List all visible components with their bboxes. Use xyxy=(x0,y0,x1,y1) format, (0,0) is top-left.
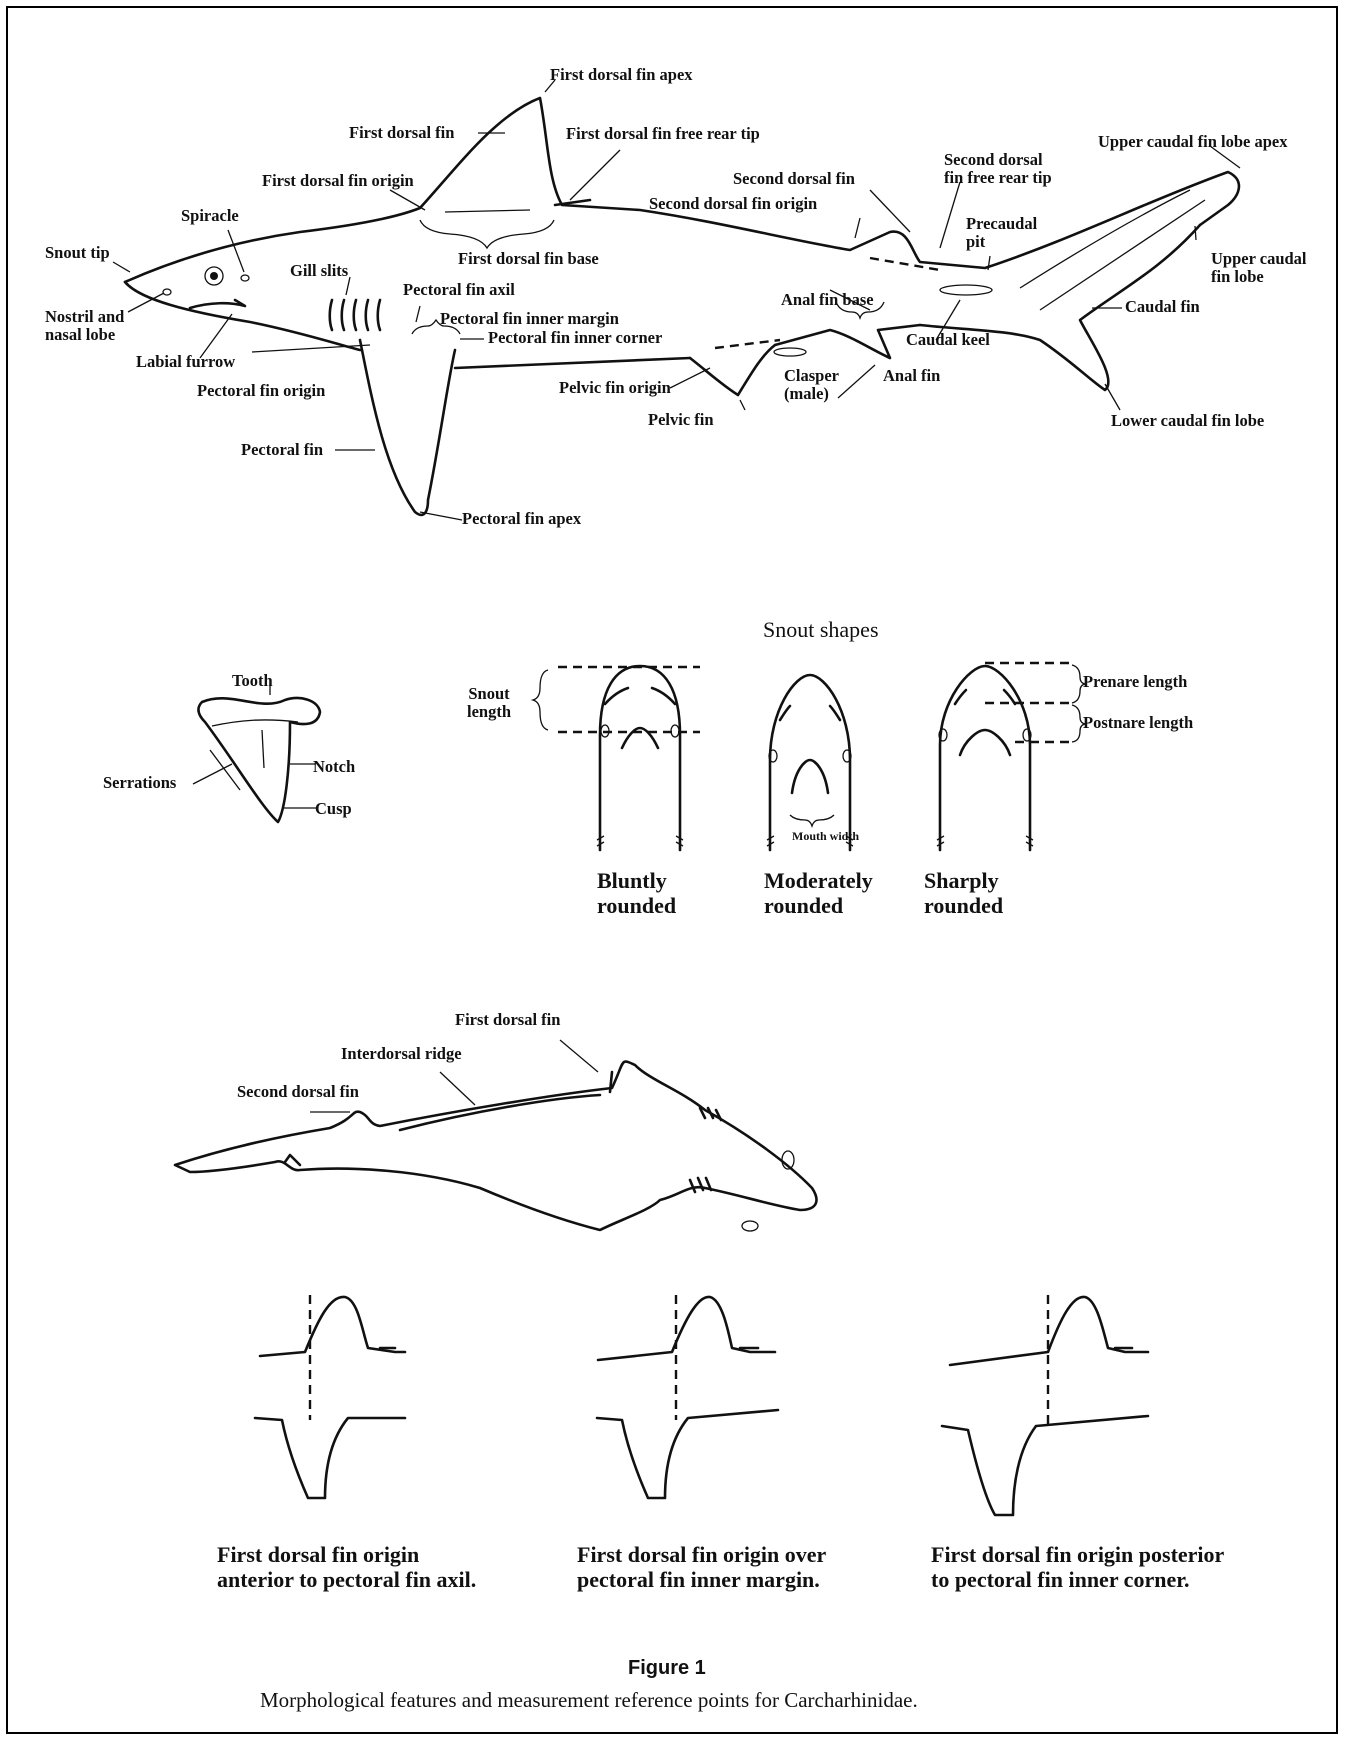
label-snout-tip: Snout tip xyxy=(45,243,110,262)
label-gill-slits: Gill slits xyxy=(290,261,349,280)
caption-fin-position-posterior: First dorsal fin origin posterior to pec… xyxy=(931,1542,1225,1593)
label-spiracle: Spiracle xyxy=(181,206,239,225)
label-pectoral-inner-corner: Pectoral fin inner corner xyxy=(488,328,663,347)
snout-shapes-title: Snout shapes xyxy=(763,617,879,642)
label-labial-furrow: Labial furrow xyxy=(136,352,236,371)
label-interdorsal-ridge: Interdorsal ridge xyxy=(341,1044,462,1063)
label-first-dorsal-base: First dorsal fin base xyxy=(458,249,599,268)
caption-fin-position-over: First dorsal fin origin over pectoral fi… xyxy=(577,1542,827,1593)
figure-frame xyxy=(6,6,1338,1734)
tooth-drawing xyxy=(192,680,322,824)
label-clasper: Clasper (male) xyxy=(784,366,839,404)
label-upper-caudal-apex: Upper caudal fin lobe apex xyxy=(1098,132,1288,151)
label-cusp: Cusp xyxy=(315,799,352,818)
label-caudal-fin: Caudal fin xyxy=(1125,297,1200,316)
label-prenare-length: Prenare length xyxy=(1083,672,1188,691)
label-notch: Notch xyxy=(313,757,356,776)
label-mouth-width: Mouth width xyxy=(792,829,860,843)
shark-dorsal-view xyxy=(173,1039,818,1232)
figure-title: Figure 1 xyxy=(628,1657,706,1679)
label-tooth: Tooth xyxy=(232,671,273,690)
label-upper-caudal-lobe: Upper caudal fin lobe xyxy=(1211,249,1307,287)
label-anal-fin-base: Anal fin base xyxy=(781,290,874,309)
label-second-dorsal-free-rear-tip: Second dorsal fin free rear tip xyxy=(944,150,1052,188)
label-postnare-length: Postnare length xyxy=(1083,713,1194,732)
label-bluntly-rounded: Bluntly rounded xyxy=(597,868,677,919)
label-precaudal-pit: Precaudal pit xyxy=(966,214,1038,252)
label-pectoral-axil: Pectoral fin axil xyxy=(403,280,515,299)
label-second-dorsal-fin: Second dorsal fin xyxy=(733,169,855,188)
fin-position-diagrams xyxy=(253,1295,1150,1517)
label-first-dorsal-free-rear-tip: First dorsal fin free rear tip xyxy=(566,124,760,143)
label-pelvic-origin: Pelvic fin origin xyxy=(559,378,671,397)
label-sharply-rounded: Sharply rounded xyxy=(924,868,1004,919)
caption-fin-position-anterior: First dorsal fin origin anterior to pect… xyxy=(217,1542,477,1593)
label-first-dorsal-apex: First dorsal fin apex xyxy=(550,65,693,84)
label-caudal-keel: Caudal keel xyxy=(906,330,990,349)
label-pectoral-fin: Pectoral fin xyxy=(241,440,324,459)
label-anal-fin: Anal fin xyxy=(883,366,941,385)
label-lower-caudal-lobe: Lower caudal fin lobe xyxy=(1111,411,1265,430)
label-first-dorsal-fin: First dorsal fin xyxy=(349,123,455,142)
shark-lateral-outline xyxy=(112,79,1241,521)
label-serrations: Serrations xyxy=(103,773,177,792)
label-top-second-dorsal-fin: Second dorsal fin xyxy=(237,1082,359,1101)
snout-shapes-drawing xyxy=(530,661,1086,852)
figure-caption: Morphological features and measurement r… xyxy=(260,1688,918,1712)
label-pectoral-inner-margin: Pectoral fin inner margin xyxy=(440,309,619,328)
label-first-dorsal-origin: First dorsal fin origin xyxy=(262,171,414,190)
label-pelvic-fin: Pelvic fin xyxy=(648,410,714,429)
label-pectoral-origin: Pectoral fin origin xyxy=(197,381,326,400)
label-second-dorsal-origin: Second dorsal fin origin xyxy=(649,194,818,213)
label-nostril-nasal-lobe: Nostril and nasal lobe xyxy=(45,307,125,345)
label-top-first-dorsal-fin: First dorsal fin xyxy=(455,1010,561,1029)
label-moderately-rounded: Moderately rounded xyxy=(764,868,873,919)
label-pectoral-apex: Pectoral fin apex xyxy=(462,509,582,528)
label-snout-length: Snout length xyxy=(467,684,512,722)
